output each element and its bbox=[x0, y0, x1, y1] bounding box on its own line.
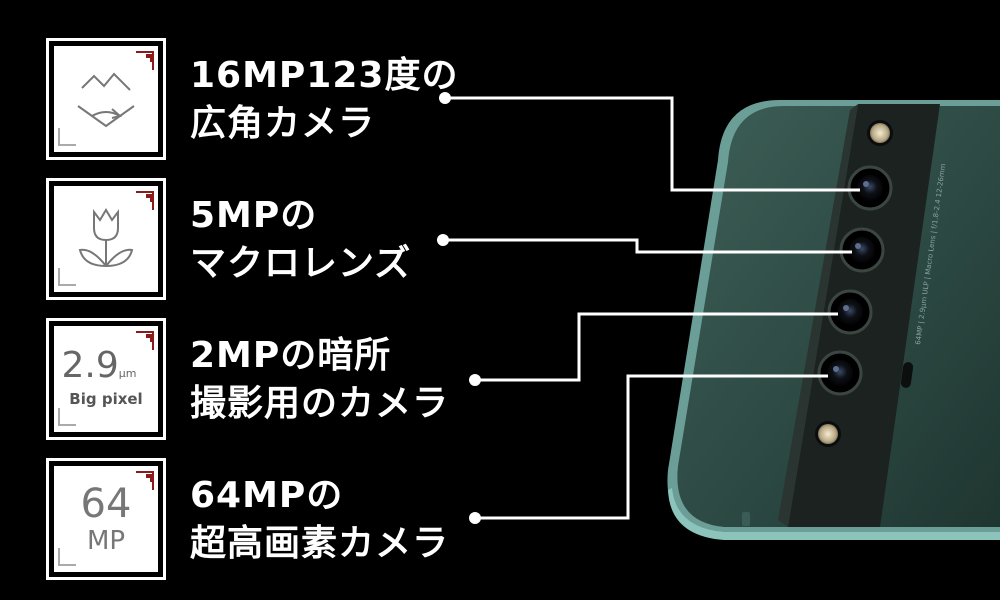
feature-label-line1: 5MPの bbox=[190, 195, 318, 236]
lens-wide bbox=[847, 165, 893, 211]
feature-icon-box-low-light: 2.9μm Big pixel bbox=[46, 318, 166, 440]
connector-line-main bbox=[475, 374, 828, 520]
connector-dot-wide bbox=[439, 92, 451, 104]
connector-line-low-light bbox=[475, 312, 838, 382]
megapixel-caption: MP bbox=[86, 526, 126, 556]
megapixel-icon bbox=[58, 471, 154, 566]
feature-label-macro: 5MPの マクロレンズ bbox=[190, 192, 411, 288]
big-pixel-icon bbox=[58, 331, 154, 426]
feature-label-line1: 2MPの暗所 bbox=[190, 335, 392, 376]
feature-label-line1: 16MP123度の bbox=[190, 55, 459, 96]
connector-dot-main bbox=[469, 512, 481, 524]
big-pixel-caption: Big pixel bbox=[69, 390, 143, 408]
connector-dot-low-light bbox=[469, 374, 481, 386]
phone-bottom-edge bbox=[668, 488, 1000, 540]
feature-label-line2: マクロレンズ bbox=[190, 243, 412, 284]
big-pixel-unit: μm bbox=[118, 367, 137, 380]
feature-label-line2: 超高画素カメラ bbox=[190, 523, 450, 564]
feature-icon-box-macro bbox=[46, 178, 166, 300]
lens-macro bbox=[839, 227, 885, 273]
lens-main bbox=[817, 350, 863, 396]
feature-icon-box-main: 64 MP bbox=[46, 458, 166, 580]
connector-line-wide bbox=[445, 96, 860, 192]
laser-sensor bbox=[900, 362, 914, 388]
feature-label-line2: 撮影用のカメラ bbox=[190, 383, 450, 424]
feature-label-line2: 広角カメラ bbox=[190, 103, 376, 144]
connector-dot-macro bbox=[437, 234, 449, 246]
wide-angle-icon bbox=[58, 51, 154, 146]
big-pixel-value: 2.9 bbox=[61, 345, 119, 386]
feature-icon-box-wide bbox=[46, 38, 166, 160]
megapixel-value: 64 bbox=[80, 481, 132, 527]
feature-label-line1: 64MPの bbox=[190, 475, 344, 516]
connector-line-macro bbox=[443, 238, 852, 254]
tulip-icon bbox=[58, 191, 154, 286]
feature-label-low-light: 2MPの暗所 撮影用のカメラ bbox=[190, 332, 449, 428]
lens-low-light bbox=[827, 289, 873, 335]
feature-label-wide: 16MP123度の 広角カメラ bbox=[190, 52, 458, 148]
feature-label-main: 64MPの 超高画素カメラ bbox=[190, 472, 449, 568]
